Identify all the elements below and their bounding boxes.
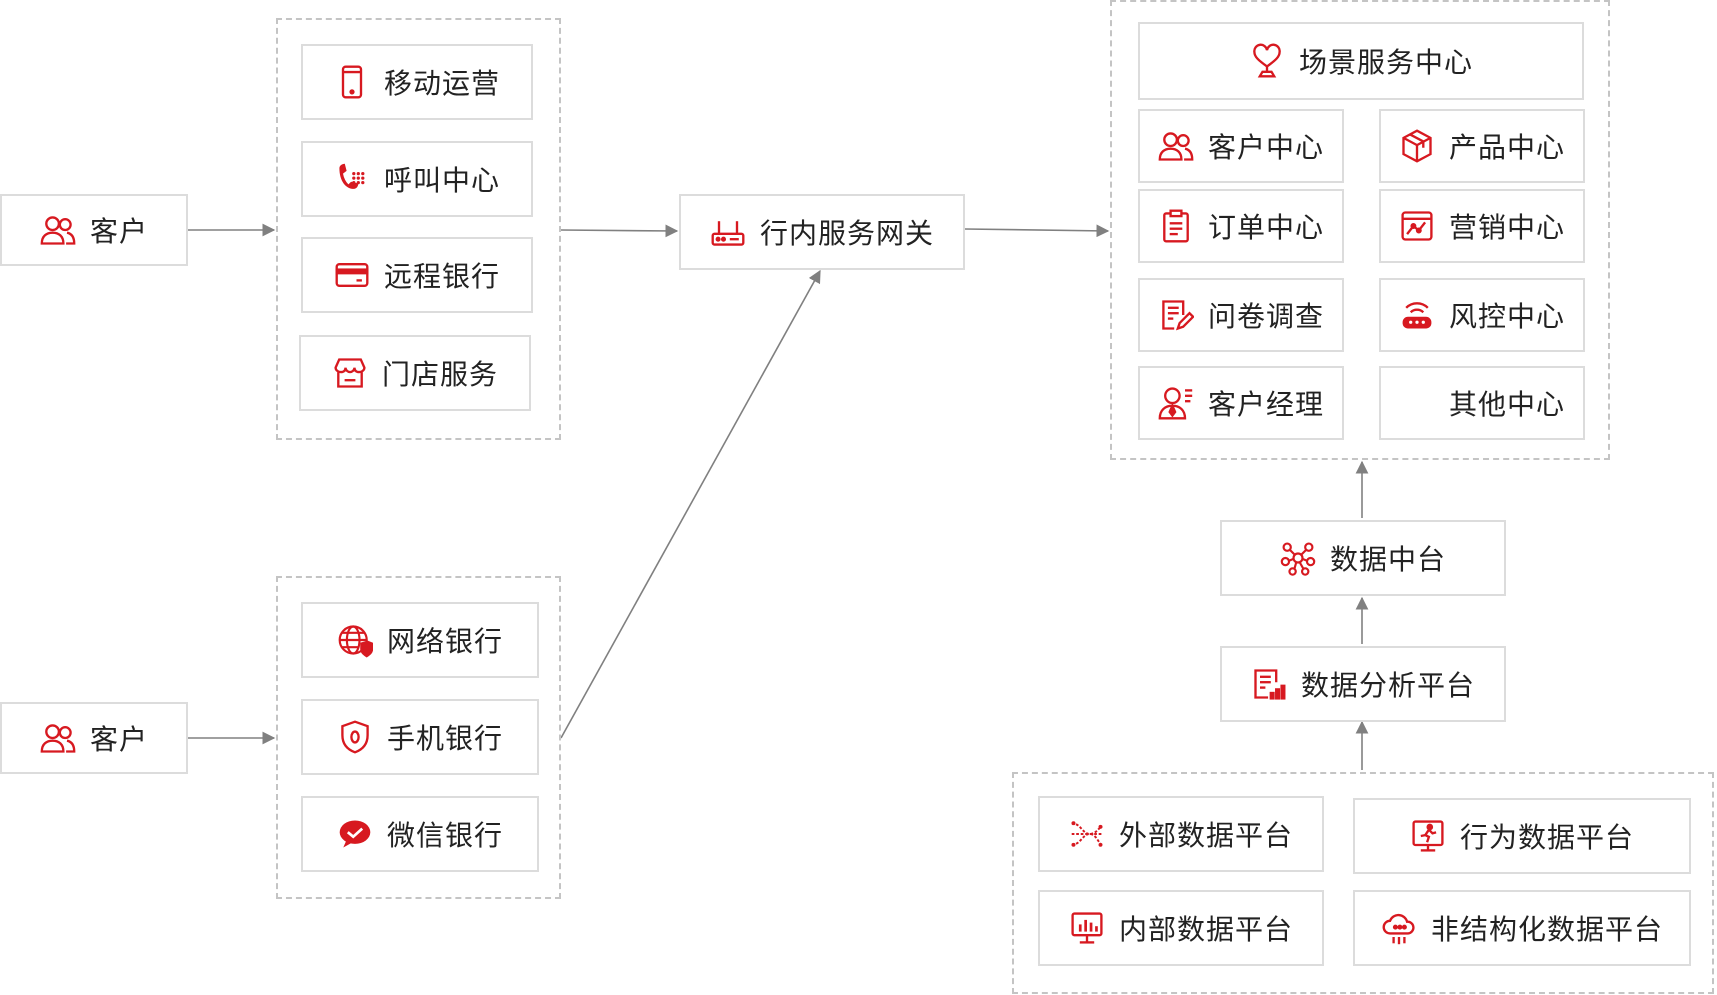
arrow-mobile-channels-to-gateway — [560, 269, 821, 739]
scene-item-label: 风控中心 — [1448, 300, 1565, 333]
shield-icon — [337, 719, 373, 755]
data-source-group — [1012, 772, 1714, 994]
heart-trophy-icon — [1249, 43, 1285, 79]
phone-icon — [334, 64, 370, 100]
scene-item-marketing-center[interactable]: 营销中心 — [1379, 189, 1585, 263]
data-middle-label: 数据中台 — [1329, 543, 1446, 576]
channel-mobile-bank[interactable]: 手机银行 — [301, 699, 539, 775]
behavior-data-platform-node[interactable]: 行为数据平台 — [1353, 798, 1691, 874]
channel-label: 手机银行 — [386, 722, 503, 755]
arrow-gateway-to-scene-center — [964, 224, 1110, 238]
flow-icon — [1069, 816, 1105, 852]
users-icon — [1158, 128, 1194, 164]
globe-shield-icon — [337, 622, 373, 658]
network-icon — [1280, 540, 1316, 576]
customer-node-top: 客户 — [0, 194, 188, 266]
channel-label: 呼叫中心 — [383, 164, 500, 197]
scene-item-label: 产品中心 — [1448, 131, 1565, 164]
manager-icon — [1158, 385, 1194, 421]
channel-mobile-operation[interactable]: 移动运营 — [301, 44, 533, 120]
scene-item-order-center[interactable]: 订单中心 — [1138, 189, 1344, 263]
channel-wechat-bank[interactable]: 微信银行 — [301, 796, 539, 872]
call-icon — [334, 161, 370, 197]
channel-label: 远程银行 — [383, 260, 500, 293]
scene-center-title-node[interactable]: 场景服务中心 — [1138, 22, 1584, 100]
external-data-platform-node[interactable]: 外部数据平台 — [1038, 796, 1324, 872]
scene-item-account-manager[interactable]: 客户经理 — [1138, 366, 1344, 440]
scene-service-group — [1110, 0, 1610, 460]
internal-data-platform-node[interactable]: 内部数据平台 — [1038, 890, 1324, 966]
scene-item-label: 其他中心 — [1448, 388, 1565, 421]
card-icon — [334, 257, 370, 293]
report-icon — [1251, 666, 1287, 702]
chart-window-icon — [1399, 208, 1435, 244]
service-gateway-node[interactable]: 行内服务网关 — [679, 194, 965, 270]
customer-node-bottom: 客户 — [0, 702, 188, 774]
scene-item-label: 营销中心 — [1448, 211, 1565, 244]
wifi-device-icon — [1399, 297, 1435, 333]
clipboard-icon — [1158, 208, 1194, 244]
scene-item-survey[interactable]: 问卷调查 — [1138, 278, 1344, 352]
channel-label: 移动运营 — [383, 67, 500, 100]
scene-item-customer-center[interactable]: 客户中心 — [1138, 109, 1344, 183]
users-icon — [40, 720, 76, 756]
source-label: 非结构化数据平台 — [1430, 913, 1663, 946]
wechat-icon — [337, 816, 373, 852]
scene-item-risk-center[interactable]: 风控中心 — [1379, 278, 1585, 352]
behavior-icon — [1410, 818, 1446, 854]
source-label: 外部数据平台 — [1118, 819, 1293, 852]
scene-item-label: 客户中心 — [1207, 131, 1324, 164]
survey-icon — [1158, 297, 1194, 333]
router-icon — [710, 214, 746, 250]
scene-item-other-center[interactable]: 其他中心 — [1379, 366, 1585, 440]
cloud-icon — [1381, 910, 1417, 946]
data-analysis-platform-node[interactable]: 数据分析平台 — [1220, 646, 1506, 722]
customer-label: 客户 — [89, 723, 148, 756]
channel-call-center[interactable]: 呼叫中心 — [301, 141, 533, 217]
channel-remote-bank[interactable]: 远程银行 — [301, 237, 533, 313]
channel-store-service[interactable]: 门店服务 — [299, 335, 531, 411]
store-icon — [332, 355, 368, 391]
customer-label: 客户 — [89, 215, 148, 248]
users-icon — [40, 212, 76, 248]
channel-group-digital — [276, 576, 561, 899]
channel-online-bank[interactable]: 网络银行 — [301, 602, 539, 678]
source-label: 行为数据平台 — [1459, 821, 1634, 854]
cube-icon — [1399, 128, 1435, 164]
gateway-label: 行内服务网关 — [759, 217, 934, 250]
channel-label: 门店服务 — [381, 358, 498, 391]
arrow-channels-to-gateway — [560, 224, 679, 238]
scene-item-label: 订单中心 — [1207, 211, 1324, 244]
scene-item-product-center[interactable]: 产品中心 — [1379, 109, 1585, 183]
unstructured-data-platform-node[interactable]: 非结构化数据平台 — [1353, 890, 1691, 966]
scene-center-title: 场景服务中心 — [1298, 46, 1473, 79]
source-label: 内部数据平台 — [1118, 913, 1293, 946]
monitor-chart-icon — [1069, 910, 1105, 946]
channel-label: 微信银行 — [386, 819, 503, 852]
channel-label: 网络银行 — [386, 625, 503, 658]
analysis-label: 数据分析平台 — [1300, 669, 1475, 702]
data-middle-platform-node[interactable]: 数据中台 — [1220, 520, 1506, 596]
channel-group-traditional — [276, 18, 561, 440]
scene-item-label: 问卷调查 — [1207, 300, 1324, 333]
scene-item-label: 客户经理 — [1207, 388, 1324, 421]
